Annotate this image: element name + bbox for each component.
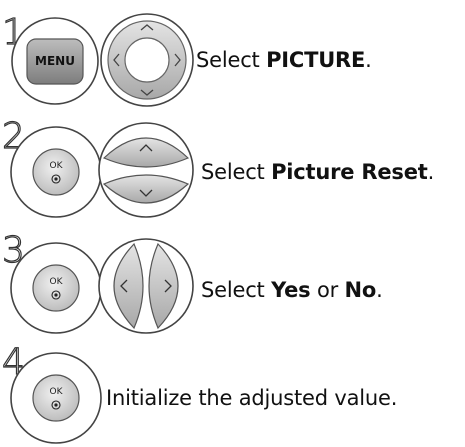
- caption-highlight: Yes: [271, 278, 311, 302]
- ok-dot-icon: [51, 290, 61, 300]
- chevron-down-icon: [139, 189, 153, 197]
- chevron-right-icon: [174, 53, 181, 67]
- caption-highlight-2: No: [344, 278, 377, 302]
- nav-pad-center: [124, 37, 170, 83]
- step-2-caption: Select Picture Reset.: [201, 160, 434, 184]
- ok-button-label: OK: [50, 277, 64, 287]
- chevron-left-icon: [113, 53, 120, 67]
- ok-dot-center: [54, 293, 58, 297]
- caption-middle: or: [310, 278, 345, 302]
- down-button[interactable]: [102, 174, 190, 204]
- caption-end: .: [427, 160, 435, 184]
- caption-highlight: PICTURE: [266, 48, 366, 72]
- left-button[interactable]: [113, 242, 144, 330]
- step-2: 2 OK Select Picture Reset.: [0, 108, 465, 220]
- ok-button[interactable]: [32, 148, 80, 196]
- step-3: 3 OK Select Yes or No.: [0, 222, 465, 334]
- ok-button-label: OK: [50, 387, 64, 397]
- chevron-down-icon: [140, 89, 154, 96]
- right-button[interactable]: [148, 242, 179, 330]
- chevron-left-icon: [120, 279, 128, 293]
- caption-text: Initialize the adjusted value.: [106, 386, 398, 410]
- step-1: 1 MENU Select PICTURE.: [0, 0, 465, 110]
- ok-dot-icon: [51, 174, 61, 184]
- caption-end: .: [376, 278, 383, 302]
- caption-highlight: Picture Reset: [271, 160, 428, 184]
- caption-text: Select: [201, 278, 272, 302]
- ok-dot-center: [54, 403, 58, 407]
- step-3-caption: Select Yes or No.: [201, 278, 383, 302]
- step-3-graphics: 3 OK: [1, 229, 194, 334]
- caption-end: .: [365, 48, 372, 72]
- up-button[interactable]: [102, 137, 190, 168]
- chevron-up-icon: [140, 24, 154, 31]
- ok-button-label: OK: [50, 161, 64, 171]
- ok-button[interactable]: [32, 264, 80, 312]
- step-1-caption: Select PICTURE.: [196, 48, 372, 72]
- ok-button[interactable]: [32, 374, 80, 422]
- step-4-caption: Initialize the adjusted value.: [106, 386, 397, 410]
- step-4-graphics: 4 OK: [1, 341, 102, 444]
- step-1-graphics: 1 MENU: [1, 11, 194, 107]
- step-2-graphics: 2 OK: [1, 115, 194, 218]
- caption-text: Select: [201, 160, 272, 184]
- step-4: 4 OK Initialize the adjusted value.: [0, 334, 465, 447]
- menu-button-label: MENU: [35, 54, 75, 68]
- menu-button[interactable]: [26, 38, 84, 85]
- ok-dot-center: [54, 177, 58, 181]
- chevron-up-icon: [139, 144, 153, 152]
- caption-text: Select: [196, 48, 267, 72]
- left-right-ring: [98, 238, 194, 334]
- chevron-right-icon: [164, 279, 172, 293]
- ok-dot-icon: [51, 400, 61, 410]
